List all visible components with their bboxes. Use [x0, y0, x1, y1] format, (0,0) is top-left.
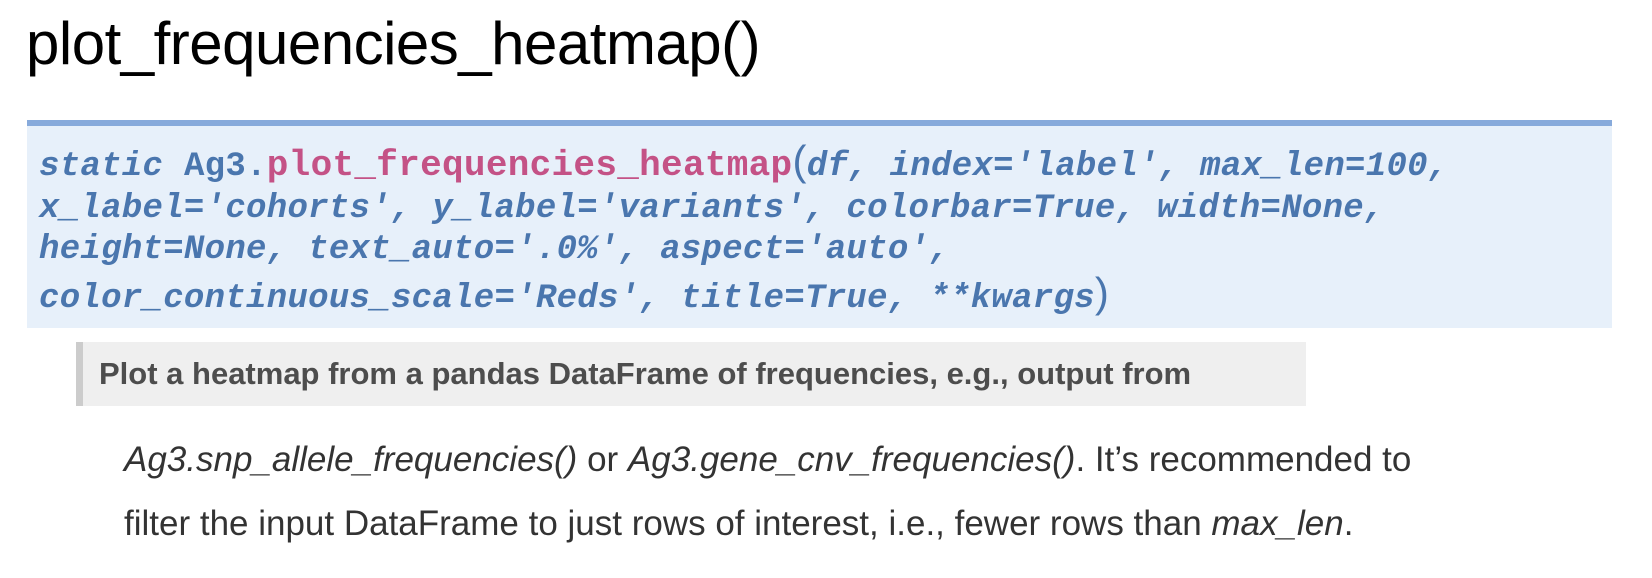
- description-text: . It’s recommended to: [1075, 440, 1412, 479]
- ref-snp-allele-frequencies[interactable]: Ag3.snp_allele_frequencies(): [124, 440, 578, 479]
- param-list-line: df, index='label', max_len=100,: [806, 148, 1449, 186]
- conjunction-text: or: [577, 440, 628, 479]
- summary-blockquote: Plot a heatmap from a pandas DataFrame o…: [76, 342, 1306, 406]
- description-line-2: filter the input DataFrame to just rows …: [124, 492, 1644, 556]
- static-modifier: static: [39, 148, 164, 186]
- signature-line-4: color_continuous_scale='Reds', title=Tru…: [39, 268, 1600, 321]
- description-line-1: Ag3.snp_allele_frequencies() or Ag3.gene…: [124, 428, 1644, 492]
- param-list-line: color_continuous_scale='Reds', title=Tru…: [39, 279, 1095, 318]
- class-prefix: Ag3.: [183, 148, 267, 186]
- description-text: filter the input DataFrame to just rows …: [124, 504, 1212, 543]
- function-name[interactable]: plot_frequencies_heatmap: [266, 145, 793, 186]
- signature-line-3: height=None, text_auto='.0%', aspect='au…: [39, 231, 950, 269]
- close-paren: ): [1094, 268, 1110, 316]
- signature-line-1: static Ag3.plot_frequencies_heatmap(df, …: [39, 140, 1600, 189]
- description-period: .: [1343, 504, 1354, 543]
- function-signature: static Ag3.plot_frequencies_heatmap(df, …: [27, 120, 1612, 328]
- ref-gene-cnv-frequencies[interactable]: Ag3.gene_cnv_frequencies(): [627, 440, 1076, 479]
- ref-max-len: max_len: [1211, 504, 1344, 543]
- signature-line-2: x_label='cohorts', y_label='variants', c…: [39, 189, 1385, 228]
- page-title: plot_frequencies_heatmap(): [26, 10, 761, 77]
- description-paragraph: Ag3.snp_allele_frequencies() or Ag3.gene…: [124, 428, 1644, 556]
- open-paren: (: [792, 137, 807, 184]
